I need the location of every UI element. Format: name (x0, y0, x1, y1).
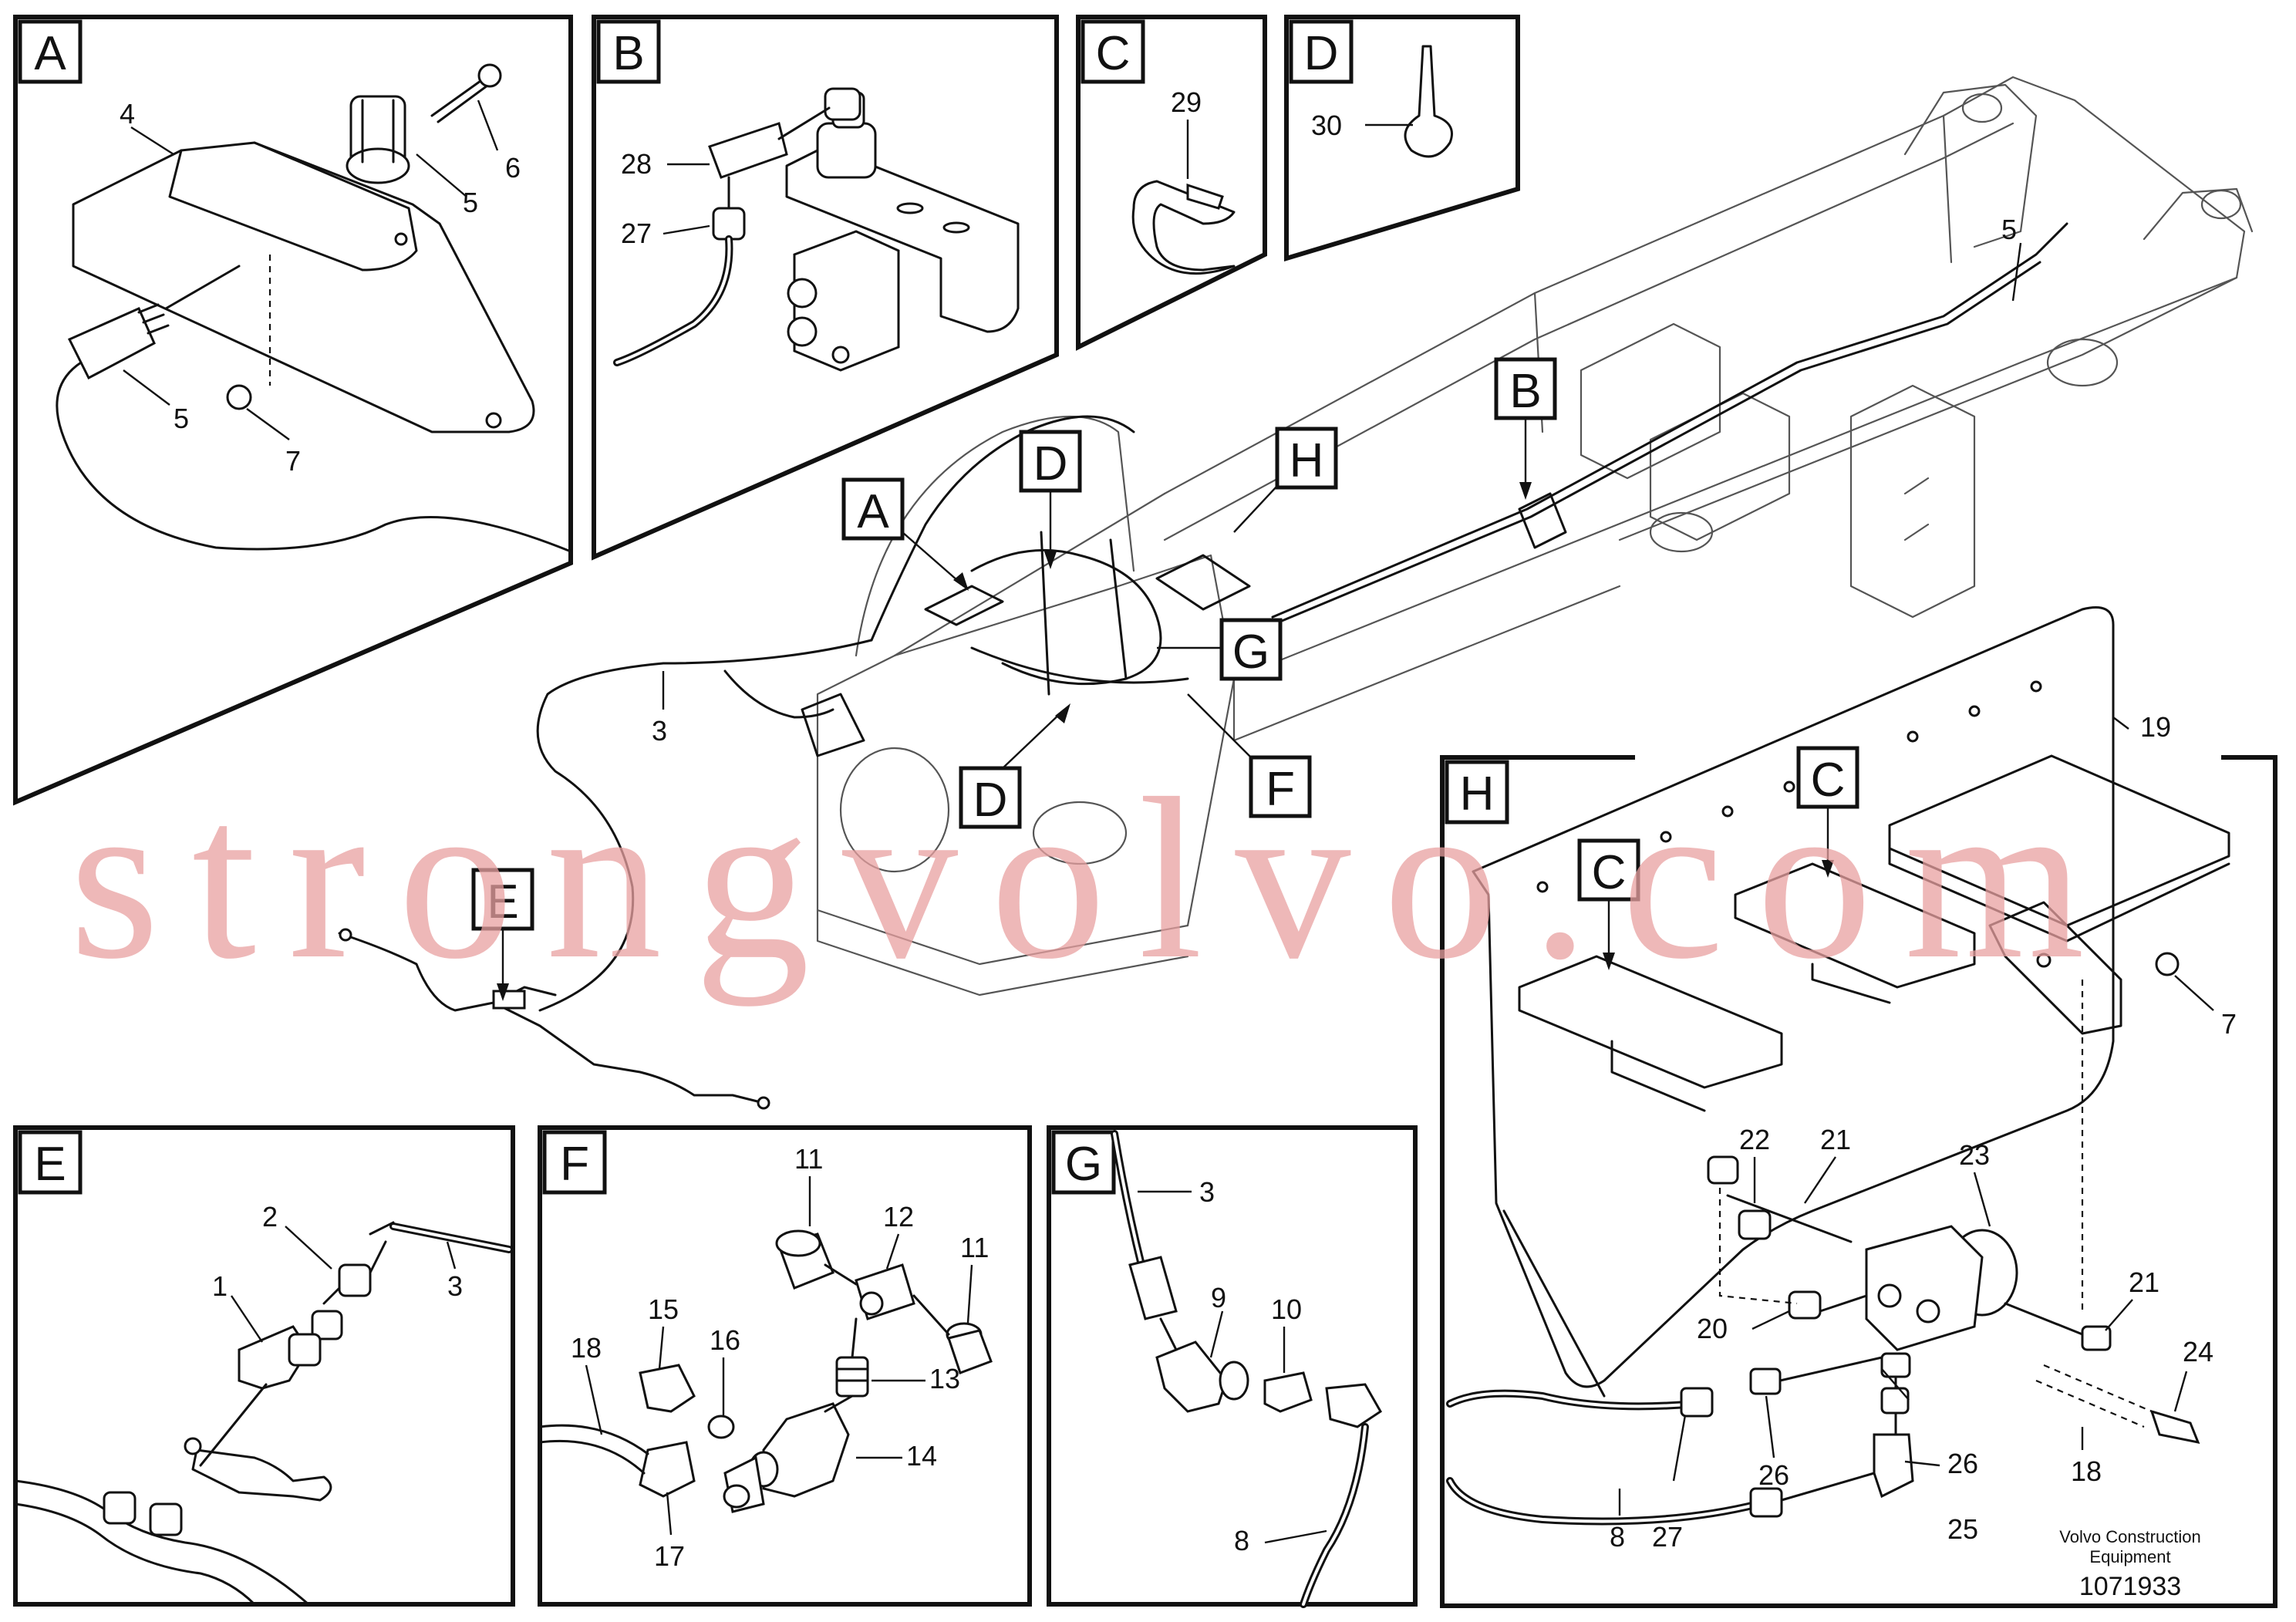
callout-19: 19 (2140, 711, 2171, 743)
callout-4: 4 (120, 98, 135, 130)
callout-3: 3 (1199, 1176, 1215, 1208)
callout-18: 18 (2071, 1455, 2102, 1487)
callout-11: 11 (794, 1143, 823, 1175)
callout-30: 30 (1311, 110, 1342, 141)
callout-6: 6 (505, 152, 521, 184)
panel-h-marker-c: C (1592, 846, 1627, 899)
callout-2: 2 (262, 1201, 278, 1233)
callout-5: 5 (463, 187, 478, 218)
panel-f: F 11 12 11 (538, 1125, 1032, 1607)
callout-8: 8 (1610, 1521, 1625, 1553)
view-marker-f: F (1266, 763, 1295, 816)
callout-26: 26 (1758, 1459, 1789, 1491)
view-marker-b: B (1509, 365, 1541, 418)
panel-e: E 2 1 3 (13, 1125, 515, 1607)
panel-d-letter: D (1304, 27, 1339, 80)
panel-b-letter: B (612, 27, 644, 80)
panel-g-letter: G (1065, 1138, 1102, 1191)
panel-c: C 29 (1076, 15, 1267, 351)
callout-28: 28 (621, 148, 652, 180)
main-frame-view: B H D A G D F E 5 3 (338, 76, 2254, 1110)
callout-17: 17 (654, 1540, 685, 1572)
view-marker-a: A (857, 485, 889, 538)
callout-22: 22 (1739, 1124, 1770, 1155)
footer-company-line2: Equipment (2089, 1547, 2170, 1566)
callout-29: 29 (1171, 86, 1202, 118)
callout-5: 5 (174, 403, 189, 434)
callout-7: 7 (2221, 1008, 2237, 1040)
callout-27: 27 (621, 218, 652, 249)
callout-25: 25 (1947, 1513, 1978, 1545)
callout-20: 20 (1697, 1313, 1728, 1344)
view-marker-d: D (973, 774, 1008, 827)
view-marker-d: D (1033, 437, 1068, 491)
callout-15: 15 (648, 1293, 679, 1325)
panel-g: G 3 9 10 8 (1047, 1125, 1418, 1608)
callout-9: 9 (1211, 1282, 1226, 1313)
callout-24: 24 (2183, 1336, 2213, 1367)
callout-11: 11 (960, 1232, 989, 1263)
callout-18: 18 (571, 1332, 602, 1364)
callout-13: 13 (929, 1363, 960, 1394)
panel-h: H C C (1440, 606, 2277, 1608)
panel-h-marker-c: C (1811, 754, 1846, 807)
panel-h-letter: H (1460, 767, 1495, 821)
callout-23: 23 (1959, 1139, 1990, 1171)
callout-27: 27 (1652, 1521, 1683, 1553)
panel-e-letter: E (34, 1138, 66, 1191)
panel-a: A 4 5 6 5 7 (13, 15, 573, 806)
callout-7: 7 (285, 445, 301, 477)
drawing-number: 1071933 (2079, 1572, 2181, 1601)
view-marker-h: H (1290, 434, 1324, 487)
callout-14: 14 (906, 1440, 937, 1472)
callout-3: 3 (447, 1270, 463, 1302)
view-marker-e: E (487, 875, 518, 929)
callout-1: 1 (212, 1270, 228, 1302)
watermark-text: strongvolvo.com (69, 750, 2117, 1007)
panel-a-letter: A (34, 27, 66, 80)
callout-8: 8 (1234, 1525, 1249, 1556)
panel-f-letter: F (560, 1138, 589, 1191)
panel-c-letter: C (1096, 27, 1131, 80)
panel-d: D 30 (1284, 15, 1520, 262)
callout-5: 5 (2001, 214, 2017, 245)
footer-company: Volvo Construction (2059, 1527, 2200, 1546)
view-marker-g: G (1232, 626, 1269, 679)
callout-16: 16 (710, 1324, 740, 1356)
panel-b: B 28 27 (592, 15, 1059, 561)
callout-3: 3 (652, 715, 667, 747)
callout-21: 21 (2129, 1266, 2159, 1298)
callout-12: 12 (883, 1201, 914, 1233)
callout-21: 21 (1820, 1124, 1851, 1155)
callout-10: 10 (1271, 1293, 1302, 1325)
callout-26: 26 (1947, 1448, 1978, 1479)
